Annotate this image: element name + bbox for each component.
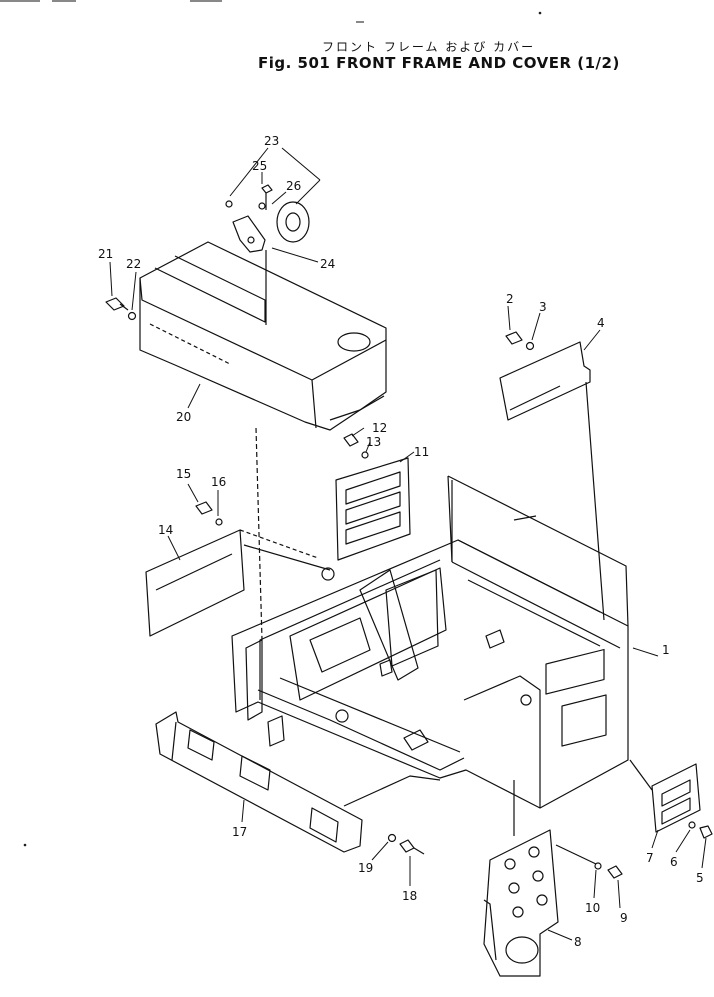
callout-25: 25 — [252, 159, 267, 173]
callout-23: 23 — [264, 134, 279, 148]
callout-9: 9 — [620, 911, 628, 925]
title-english: Fig. 501 FRONT FRAME AND COVER (1/2) — [258, 54, 620, 72]
part-front-lower-cover-17 — [155, 711, 441, 855]
callout-11: 11 — [414, 445, 429, 459]
callout-18: 18 — [402, 889, 417, 903]
callout-14: 14 — [158, 523, 173, 537]
part-lifting-hook-assembly — [225, 184, 310, 325]
callout-8: 8 — [574, 935, 582, 949]
stray-marks — [23, 11, 542, 847]
part-engine-hood — [139, 241, 387, 431]
leader-lines — [109, 147, 707, 941]
callout-20: 20 — [176, 410, 191, 424]
callout-13: 13 — [366, 435, 381, 449]
part-bracket-plate-8 — [483, 780, 623, 977]
callout-1: 1 — [662, 643, 670, 657]
title-japanese: フロント フレーム および カバー — [322, 40, 536, 54]
callout-21: 21 — [98, 247, 113, 261]
callout-7: 7 — [646, 851, 654, 865]
part-grille-plate-7 — [629, 759, 713, 839]
callout-15: 15 — [176, 467, 191, 481]
part-side-plate-14 — [145, 501, 331, 637]
callout-labels: 1 2 3 4 5 6 7 8 9 10 11 12 13 14 15 16 1… — [98, 134, 704, 949]
callout-2: 2 — [506, 292, 514, 306]
callout-10: 10 — [585, 901, 600, 915]
callout-17: 17 — [232, 825, 247, 839]
callout-26: 26 — [286, 179, 301, 193]
callout-5: 5 — [696, 871, 704, 885]
part-side-plate-4 — [499, 331, 605, 621]
callout-3: 3 — [539, 300, 547, 314]
callout-19: 19 — [358, 861, 373, 875]
callout-4: 4 — [597, 316, 605, 330]
callout-22: 22 — [126, 257, 141, 271]
callout-24: 24 — [320, 257, 335, 271]
callout-12: 12 — [372, 421, 387, 435]
part-front-frame — [231, 427, 629, 809]
callout-6: 6 — [670, 855, 678, 869]
part-louver-grille-11 — [335, 433, 411, 561]
part-bolt-washer-21-22 — [105, 297, 137, 321]
callout-16: 16 — [211, 475, 226, 489]
